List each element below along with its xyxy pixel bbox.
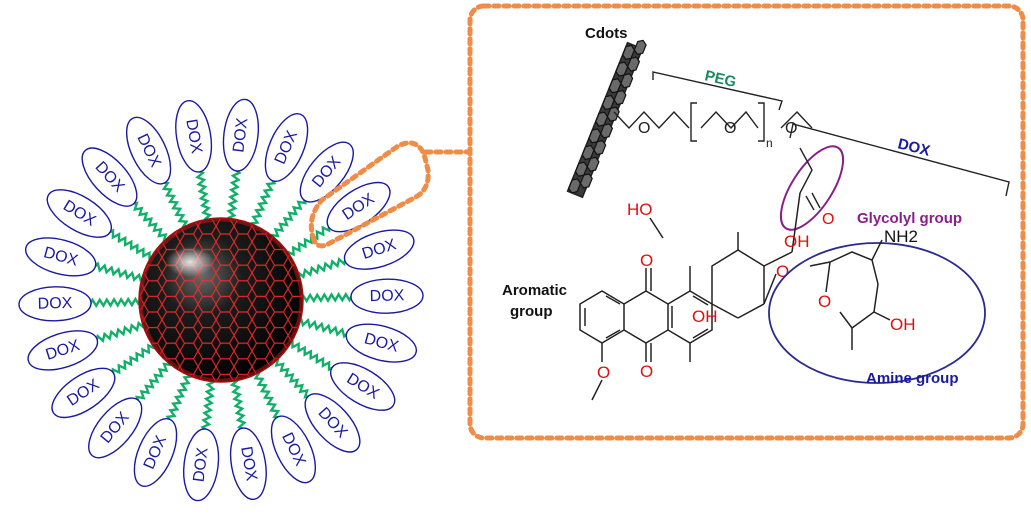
dox-oval: DOX	[81, 147, 138, 207]
peg-linker	[226, 167, 242, 220]
sugar-ring-o: O	[818, 292, 831, 311]
sugar-oh: OH	[890, 315, 916, 334]
aglycone-oh-mid: OH	[784, 232, 810, 251]
dox-oval: DOX	[270, 415, 317, 484]
peg-linker	[250, 176, 277, 225]
callout-frame	[467, 3, 1026, 441]
peg-linker	[200, 380, 216, 433]
peg-linker	[270, 195, 308, 238]
daunosamine-ring	[809, 239, 891, 350]
glycolyl-bonds	[799, 147, 821, 211]
peg-linker	[106, 228, 151, 260]
dox-oval: DOX	[182, 428, 220, 502]
peg-linker	[94, 320, 145, 344]
peg-o2: O	[724, 120, 736, 137]
peg-linker	[111, 343, 156, 377]
dox-oval: DOX	[88, 397, 143, 459]
peg-o3: O	[785, 120, 797, 137]
peg-linker	[91, 261, 143, 282]
dox-oval: DOX	[133, 418, 178, 487]
dox-oval: DOX	[46, 189, 112, 238]
dox-oval-label: DOX	[182, 118, 205, 155]
peg-linker	[129, 201, 168, 242]
dox-oval: DOX	[27, 330, 99, 371]
peg-linker	[134, 362, 172, 405]
dox-oval: DOX	[264, 113, 309, 182]
dox-oval-label: DOX	[237, 445, 260, 482]
peg-linkers	[88, 167, 354, 433]
cdots-label: Cdots	[585, 25, 628, 42]
dox-oval-label: DOX	[37, 295, 72, 313]
dox-oval: DOX	[330, 362, 396, 411]
cdot-core	[138, 217, 304, 383]
aglycone-ho-top: HO	[627, 200, 653, 219]
aglycone-quinone-o-top: O	[640, 251, 653, 270]
aglycone-quinone-o-bottom: O	[640, 362, 653, 381]
aglycone-oh-low: OH	[692, 307, 718, 326]
cdots-graphene-sheet	[566, 39, 647, 199]
peg-chain	[613, 71, 1010, 197]
glycolyl-highlight-ellipse	[779, 145, 845, 231]
aromatic-label-line2: group	[510, 303, 553, 320]
peg-linker	[253, 371, 282, 419]
peg-repeat-n: n	[766, 136, 773, 150]
amine-label: Amine group	[866, 370, 959, 387]
peg-linker	[165, 375, 192, 424]
glycolyl-carbonyl-o: O	[822, 211, 834, 228]
peg-linker	[88, 296, 141, 309]
doxorubicin-aglycone	[579, 192, 801, 401]
peg-linker	[291, 340, 336, 372]
aromatic-label-line1: Aromatic	[502, 282, 567, 299]
dox-oval: DOX	[175, 99, 213, 173]
dox-oval: DOX	[125, 116, 172, 185]
dox-oval: DOX	[350, 278, 424, 314]
callout-connector	[308, 140, 473, 249]
peg-label: PEG	[703, 67, 738, 91]
dox-oval-label: DOX	[369, 287, 404, 305]
aglycone-methoxy-o: O	[597, 363, 610, 382]
sugar-nh2: NH2	[884, 227, 918, 246]
peg-linker	[160, 181, 189, 229]
peg-linker	[301, 291, 354, 304]
dox-oval: DOX	[345, 323, 418, 363]
peg-linker	[286, 223, 331, 257]
dox-oval: DOX	[24, 237, 97, 277]
peg-linker	[299, 318, 351, 339]
dox-oval: DOX	[18, 286, 92, 322]
peg-linker	[297, 256, 348, 280]
dox-oval: DOX	[304, 393, 361, 453]
dox-oval: DOX	[326, 181, 391, 233]
dox-oval: DOX	[229, 427, 267, 501]
peg-linker	[195, 169, 213, 221]
dox-oval: DOX	[299, 141, 354, 203]
dox-oval: DOX	[343, 229, 415, 270]
dox-oval: DOX	[222, 98, 260, 172]
peg-linker	[274, 358, 313, 399]
graphene-hex	[633, 39, 647, 56]
peg-o1: O	[638, 120, 650, 137]
amine-highlight-ellipse	[768, 242, 986, 384]
dox-oval-label: DOX	[191, 446, 212, 483]
glycolyl-label: Glycolyl group	[857, 210, 962, 227]
peg-linker	[229, 379, 247, 431]
dox-oval-label: DOX	[230, 117, 251, 154]
dox-oval: DOX	[51, 367, 116, 419]
dox-bracket-label: DOX	[896, 135, 932, 159]
